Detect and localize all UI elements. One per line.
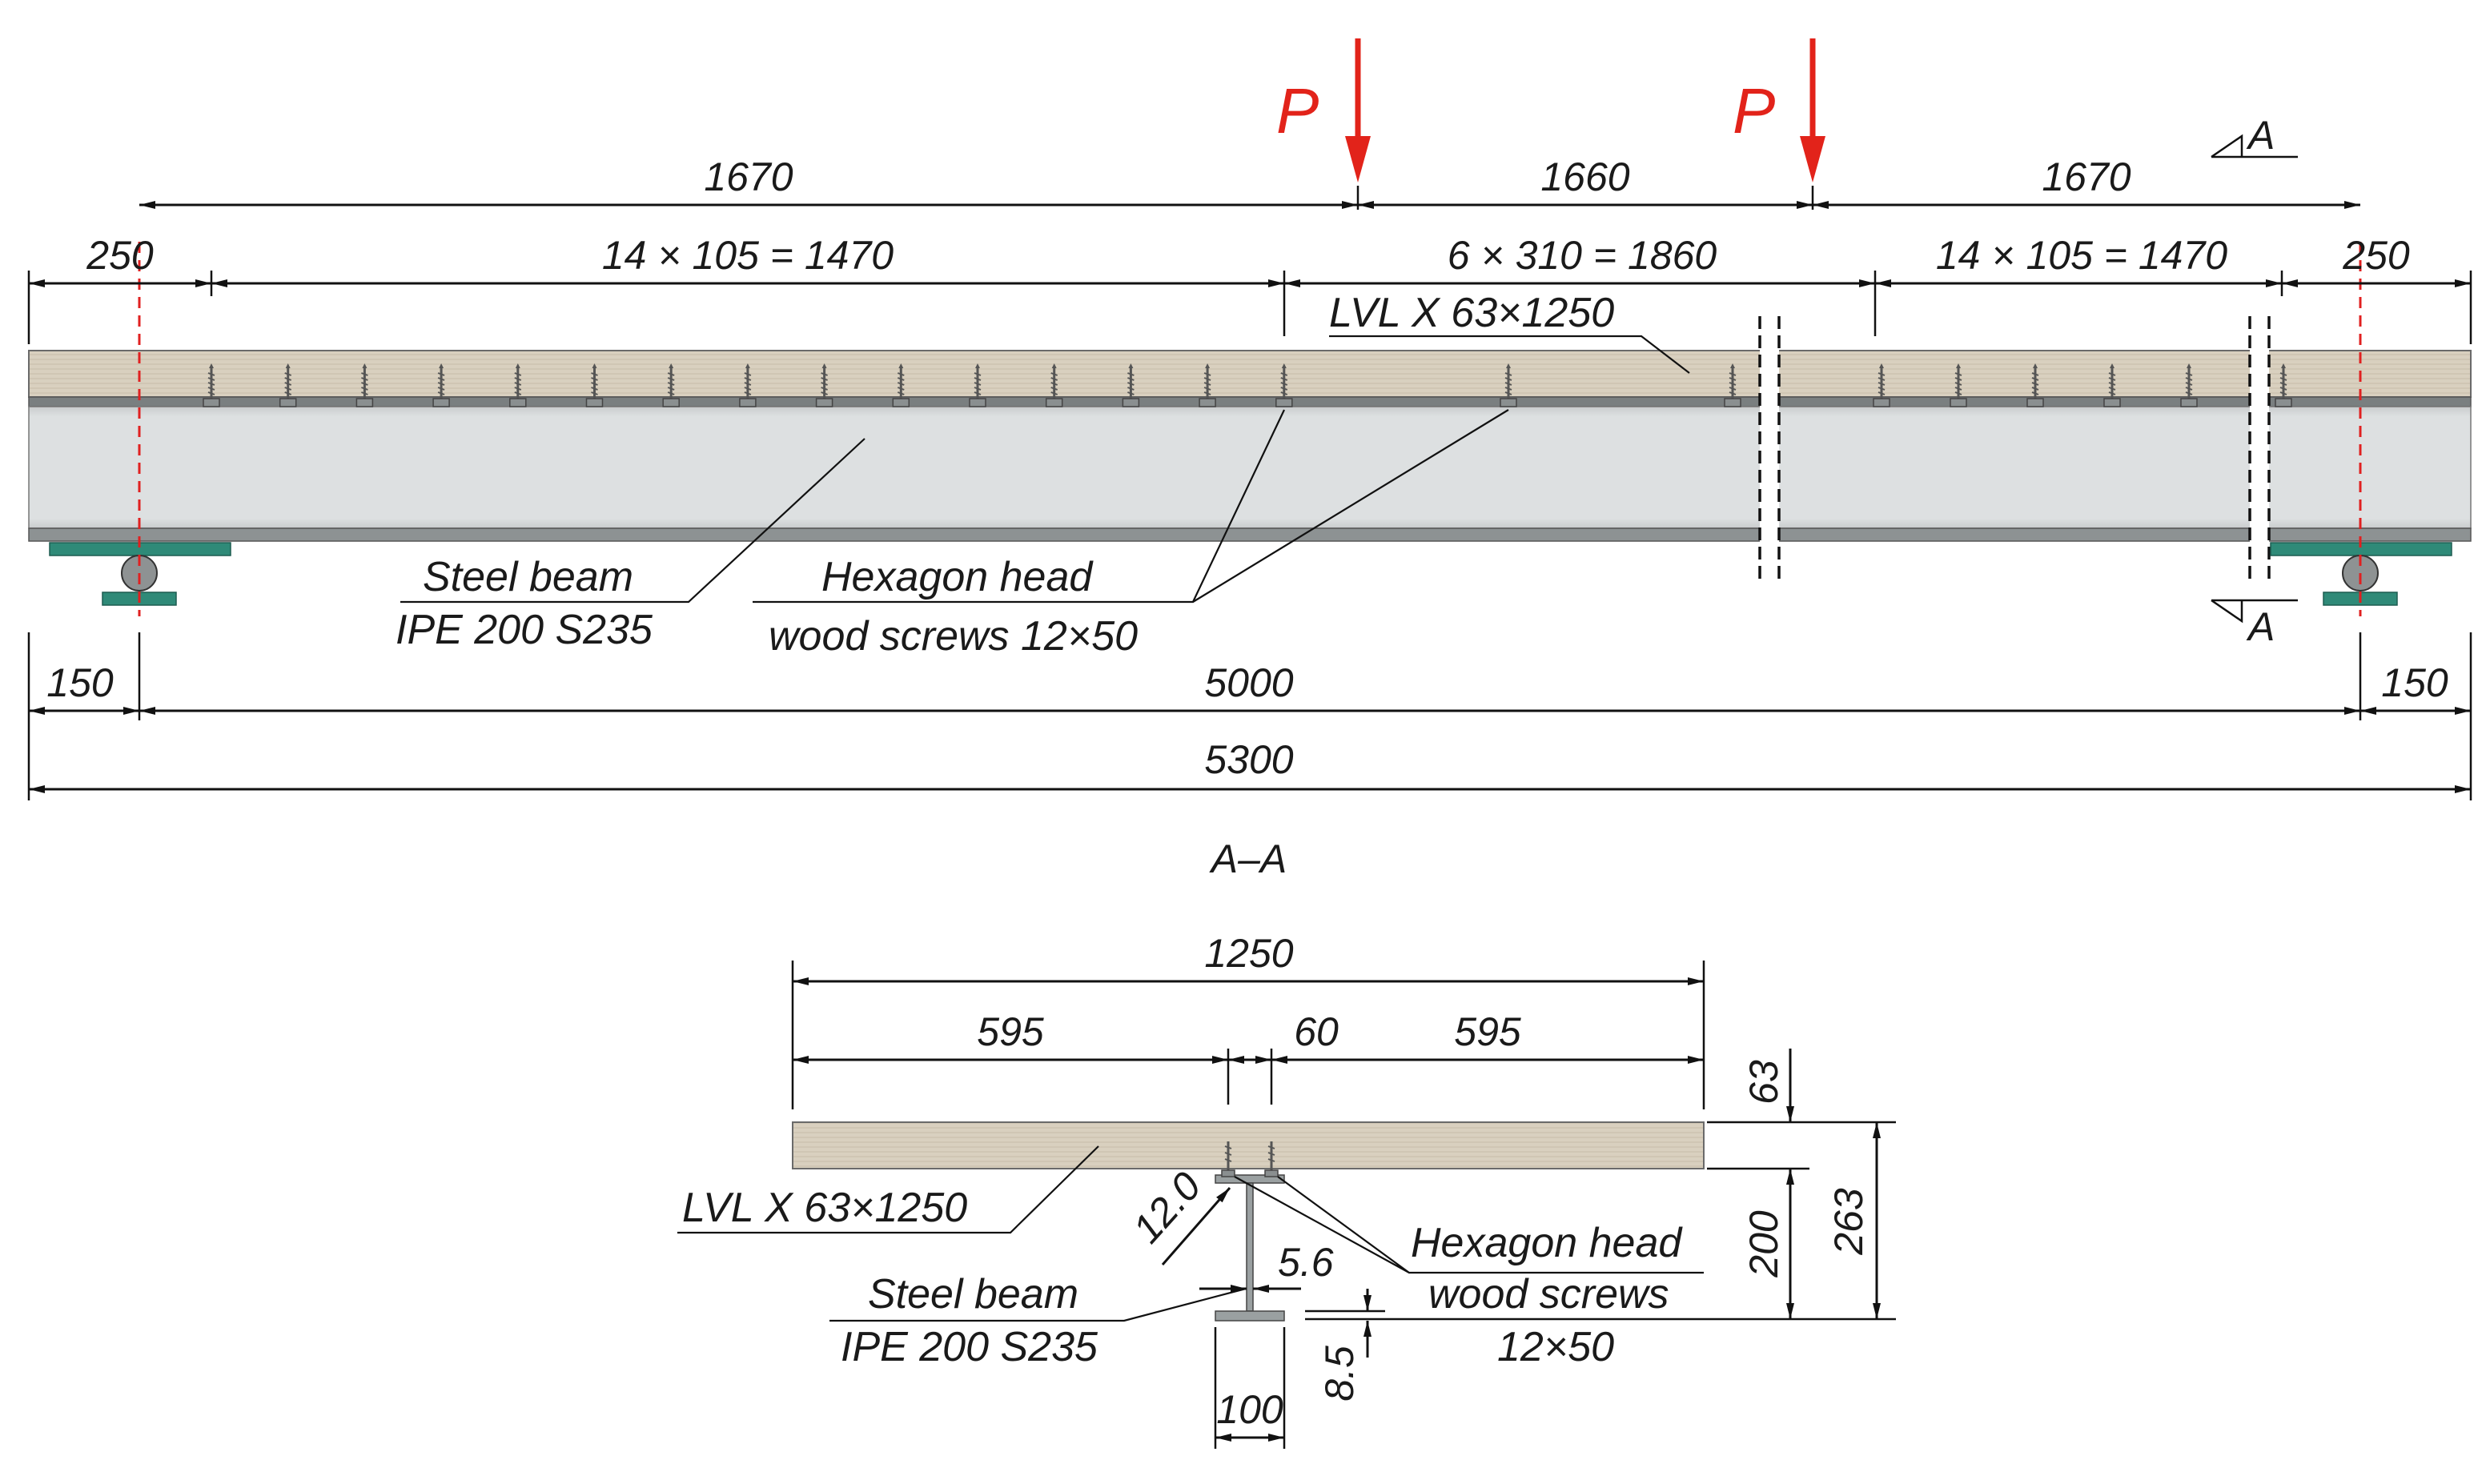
- dim-595-right: 595: [1454, 1009, 1521, 1054]
- section-lvl-label: LVL X 63×1250: [682, 1185, 967, 1231]
- dim-1660: 1660: [1540, 154, 1629, 199]
- screw-label-1: Hexagon head: [821, 554, 1094, 600]
- screw-label-2: wood screws 12×50: [769, 613, 1138, 660]
- dim-12: 12.0: [1124, 1164, 1210, 1252]
- dim-200: 200: [1741, 1210, 1786, 1278]
- section-screw-left: [1221, 1141, 1235, 1177]
- section-screw-leader: [1234, 1176, 1704, 1274]
- dim-100: 100: [1216, 1387, 1283, 1432]
- dim-1250: 1250: [1204, 931, 1293, 976]
- dim-60: 60: [1294, 1009, 1339, 1054]
- dim-250-left: 250: [86, 233, 154, 278]
- elevation-view: P P A A: [27, 38, 2472, 800]
- load-arrow-right: [1800, 38, 1825, 182]
- dim-line-12: [1161, 1187, 1231, 1265]
- steel-leader: [400, 438, 865, 604]
- dim-63: 63: [1741, 1060, 1786, 1105]
- dim-250-right: 250: [2342, 233, 2410, 278]
- steel-bottom-flange: [28, 527, 2472, 542]
- section-steel-leader: [829, 1287, 1247, 1322]
- section-lvl-slab: [792, 1121, 1705, 1169]
- steel-label-1: Steel beam: [423, 554, 633, 600]
- section-title: A–A: [1209, 836, 1287, 881]
- section-mark-top: [2211, 134, 2298, 158]
- load-arrow-left: [1345, 38, 1371, 182]
- section-steel-label-2: IPE 200 S235: [841, 1324, 1098, 1370]
- section-ibeam: [1215, 1174, 1285, 1322]
- dim-263: 263: [1826, 1188, 1871, 1256]
- lvl-label: LVL X 63×1250: [1329, 290, 1614, 336]
- section-view: A–A 1250 595 60 595: [677, 836, 1896, 1449]
- dim-1670-left: 1670: [704, 154, 793, 199]
- screw-leader: [753, 409, 1509, 604]
- dim-spacing-mid: 6 × 310 = 1860: [1448, 233, 1717, 278]
- section-screw-label-3: 12×50: [1497, 1324, 1614, 1370]
- section-steel-label-1: Steel beam: [868, 1271, 1078, 1318]
- section-screw-label-2: wood screws: [1428, 1271, 1669, 1318]
- steel-label-2: IPE 200 S235: [396, 607, 653, 653]
- dim-spacing-left: 14 × 105 = 1470: [602, 233, 894, 278]
- dim-150-right: 150: [2381, 660, 2448, 705]
- dim-1670-right: 1670: [2042, 154, 2131, 199]
- lvl-leader: [1329, 335, 1690, 374]
- dim-595-left: 595: [977, 1009, 1044, 1054]
- section-lvl-leader: [677, 1145, 1099, 1234]
- load-label-right: P: [1733, 75, 1775, 146]
- section-mark-top-label: A: [2246, 113, 2275, 158]
- section-screw-right: [1264, 1141, 1279, 1177]
- dim-5300: 5300: [1204, 737, 1293, 782]
- section-mark-bottom-label: A: [2246, 604, 2275, 649]
- load-label-left: P: [1276, 75, 1319, 146]
- dim-5-6: 5.6: [1278, 1240, 1334, 1285]
- dim-5000: 5000: [1204, 660, 1293, 705]
- dim-spacing-right: 14 × 105 = 1470: [1936, 233, 2227, 278]
- lvl-slab: [28, 350, 2472, 398]
- dim-8-5: 8.5: [1317, 1346, 1362, 1402]
- dim-150-left: 150: [46, 660, 114, 705]
- break-lines: [1758, 316, 2271, 580]
- section-screw-label-1: Hexagon head: [1411, 1220, 1683, 1266]
- section-mark-bottom: [2211, 599, 2298, 624]
- steel-beam: [28, 406, 2472, 529]
